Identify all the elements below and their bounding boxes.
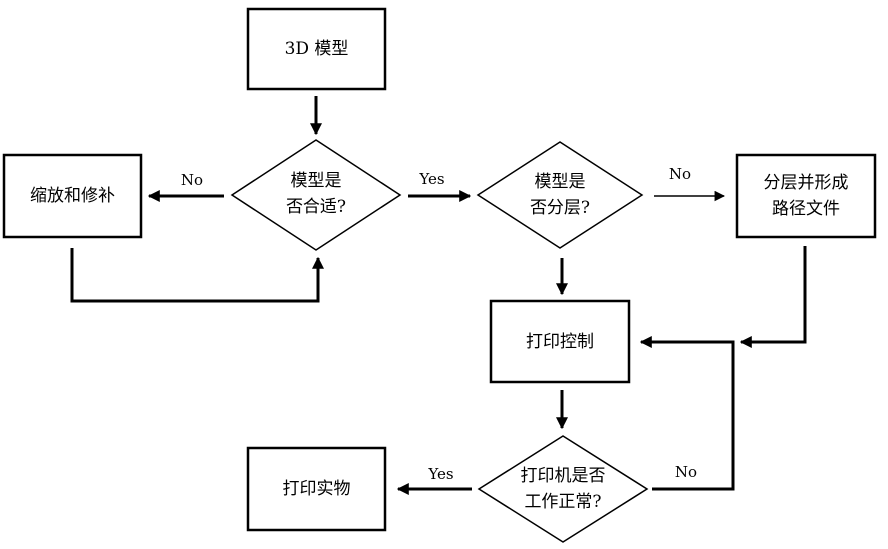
check-printer-label-line2: 工作正常? <box>524 492 602 512</box>
slice-path-box <box>735 153 877 239</box>
edge-label-layered-no: No <box>668 165 692 183</box>
check-fit-label-line2: 否合适? <box>285 197 347 217</box>
edge-label-fit-yes: Yes <box>419 170 445 188</box>
check-layered-label-line1: 模型是 <box>534 172 586 192</box>
edge-label-fit-no: No <box>180 171 204 189</box>
print-object-box <box>246 446 387 532</box>
model-3d-box <box>246 7 387 91</box>
check-layered-label-line2: 否分层? <box>529 198 591 218</box>
slice-path-label-line2: 路径文件 <box>772 199 840 219</box>
scale-repair-box <box>2 153 143 239</box>
print-control-label: 打印控制 <box>526 332 594 352</box>
edge-slice-to-print <box>739 246 807 348</box>
edge-printer-no <box>639 336 735 491</box>
slice-path-label-line1: 分层并形成 <box>763 173 849 193</box>
model-3d-label: 3D 模型 <box>284 39 349 59</box>
print-object-label: 打印实物 <box>282 479 351 499</box>
check-fit-label-line1: 模型是 <box>290 171 342 191</box>
print-control-box <box>489 299 631 384</box>
check-printer-diamond <box>477 435 649 543</box>
scale-repair-label: 缩放和修补 <box>30 186 115 206</box>
check-printer-label-line1: 打印机是否 <box>520 466 606 486</box>
edge-label-printer-yes: Yes <box>428 465 454 483</box>
edge-label-printer-no: No <box>674 463 698 481</box>
edge-repair-loop <box>70 248 324 303</box>
check-fit-diamond <box>230 139 402 251</box>
check-layered-diamond <box>476 141 644 249</box>
